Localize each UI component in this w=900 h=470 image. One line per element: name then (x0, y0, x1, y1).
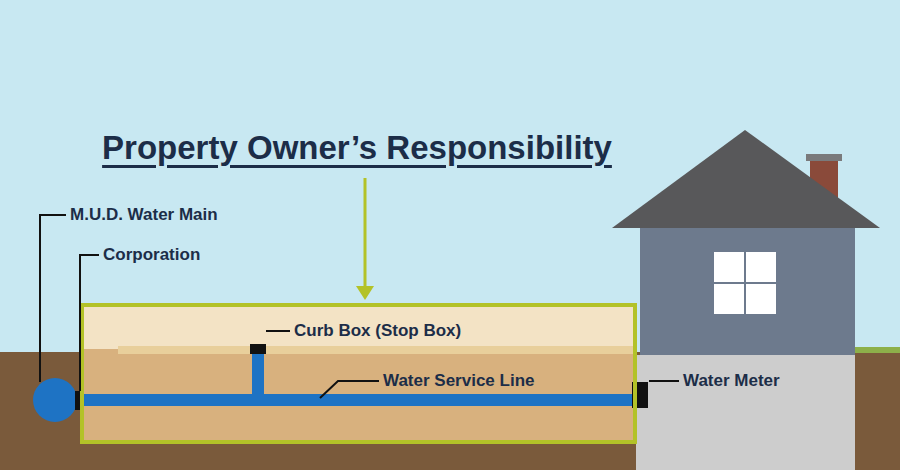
roof (612, 130, 880, 228)
window (714, 252, 776, 314)
house-wall (640, 224, 855, 355)
window-bar (714, 282, 776, 284)
water-service-line (76, 394, 636, 406)
part-label: Curb Box (Stop Box) (294, 322, 461, 341)
part-label: Corporation (103, 246, 200, 265)
curb-box-riser (252, 352, 264, 398)
diagram-title: Property Owner’s Responsibility (102, 130, 612, 166)
part-label: Water Service Line (383, 372, 535, 391)
leader-line (266, 330, 290, 332)
part-label: Water Meter (683, 372, 780, 391)
leader-line (649, 380, 679, 382)
water-main (33, 378, 77, 422)
leader-line (320, 381, 379, 398)
surface-region (82, 305, 635, 349)
curb-box-cap (250, 344, 266, 354)
responsibility-outline (82, 305, 635, 442)
part-label: M.U.D. Water Main (70, 206, 218, 225)
curb-strip (118, 346, 635, 354)
foundation (636, 355, 855, 470)
grass (855, 347, 900, 353)
soil-region (82, 305, 635, 442)
chimney-cap (806, 154, 842, 161)
pointer-arrow (364, 178, 367, 288)
arrow-head (356, 286, 374, 300)
leader-line (40, 215, 66, 382)
leader-line (80, 255, 99, 391)
